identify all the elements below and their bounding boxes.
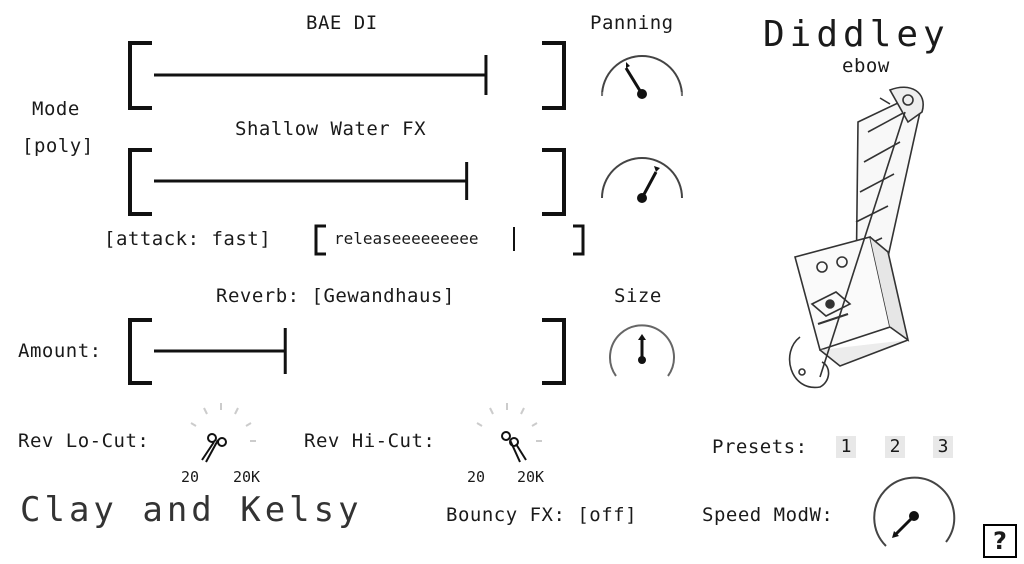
help-button[interactable]: ? — [983, 524, 1017, 558]
rev-hi-cut-max: 20K — [517, 468, 545, 486]
rev-hi-cut-label: Rev Hi-Cut: — [304, 430, 436, 452]
rev-hi-cut-knob[interactable] — [462, 398, 552, 468]
release-slider-label[interactable]: releaseeeeeeeee — [334, 229, 479, 248]
bae-di-label: BAE DI — [306, 12, 378, 34]
preset-3-button[interactable]: 3 — [933, 436, 953, 458]
reverb-type-label[interactable]: Reverb: [Gewandhaus] — [216, 285, 455, 307]
bracket-right — [542, 148, 566, 216]
plugin-subtitle: ebow — [842, 55, 890, 77]
size-label: Size — [614, 285, 662, 307]
bouncy-fx-toggle[interactable]: Bouncy FX: [off] — [446, 504, 638, 526]
mode-value[interactable]: [poly] — [22, 135, 94, 157]
brand-label: Clay and Kelsy — [20, 490, 363, 530]
preset-2-button[interactable]: 2 — [885, 436, 905, 458]
bracket-left — [128, 41, 152, 110]
shallow-water-fx-label[interactable]: Shallow Water FX — [235, 118, 427, 140]
plugin-title: Diddley — [763, 14, 950, 55]
panning-knob-top[interactable] — [592, 48, 692, 108]
amount-label: Amount: — [18, 340, 102, 362]
size-knob[interactable] — [606, 322, 678, 384]
bracket-right — [573, 224, 585, 256]
rev-lo-cut-max: 20K — [233, 468, 261, 486]
mode-label: Mode — [32, 98, 80, 120]
bracket-right — [542, 318, 566, 385]
speed-modw-knob[interactable] — [862, 470, 962, 554]
presets-label: Presets: — [712, 436, 808, 458]
rev-lo-cut-label: Rev Lo-Cut: — [18, 430, 150, 452]
bracket-left — [128, 148, 152, 216]
scissors-icon — [201, 433, 227, 463]
panning-label: Panning — [590, 12, 674, 34]
scissors-icon — [501, 431, 527, 463]
preset-1-button[interactable]: 1 — [836, 436, 856, 458]
attack-toggle[interactable]: [attack: fast] — [104, 228, 272, 250]
rev-hi-cut-min: 20 — [467, 468, 486, 486]
bracket-right — [542, 41, 566, 110]
speed-modw-label: Speed ModW: — [702, 504, 834, 526]
bracket-left — [314, 224, 326, 256]
rev-lo-cut-min: 20 — [181, 468, 200, 486]
release-slider-handle[interactable] — [513, 227, 515, 251]
rev-lo-cut-knob[interactable] — [176, 398, 266, 468]
diddley-bow-illustration — [788, 86, 924, 389]
bracket-left — [128, 318, 152, 385]
panning-knob-bottom[interactable] — [592, 150, 692, 210]
